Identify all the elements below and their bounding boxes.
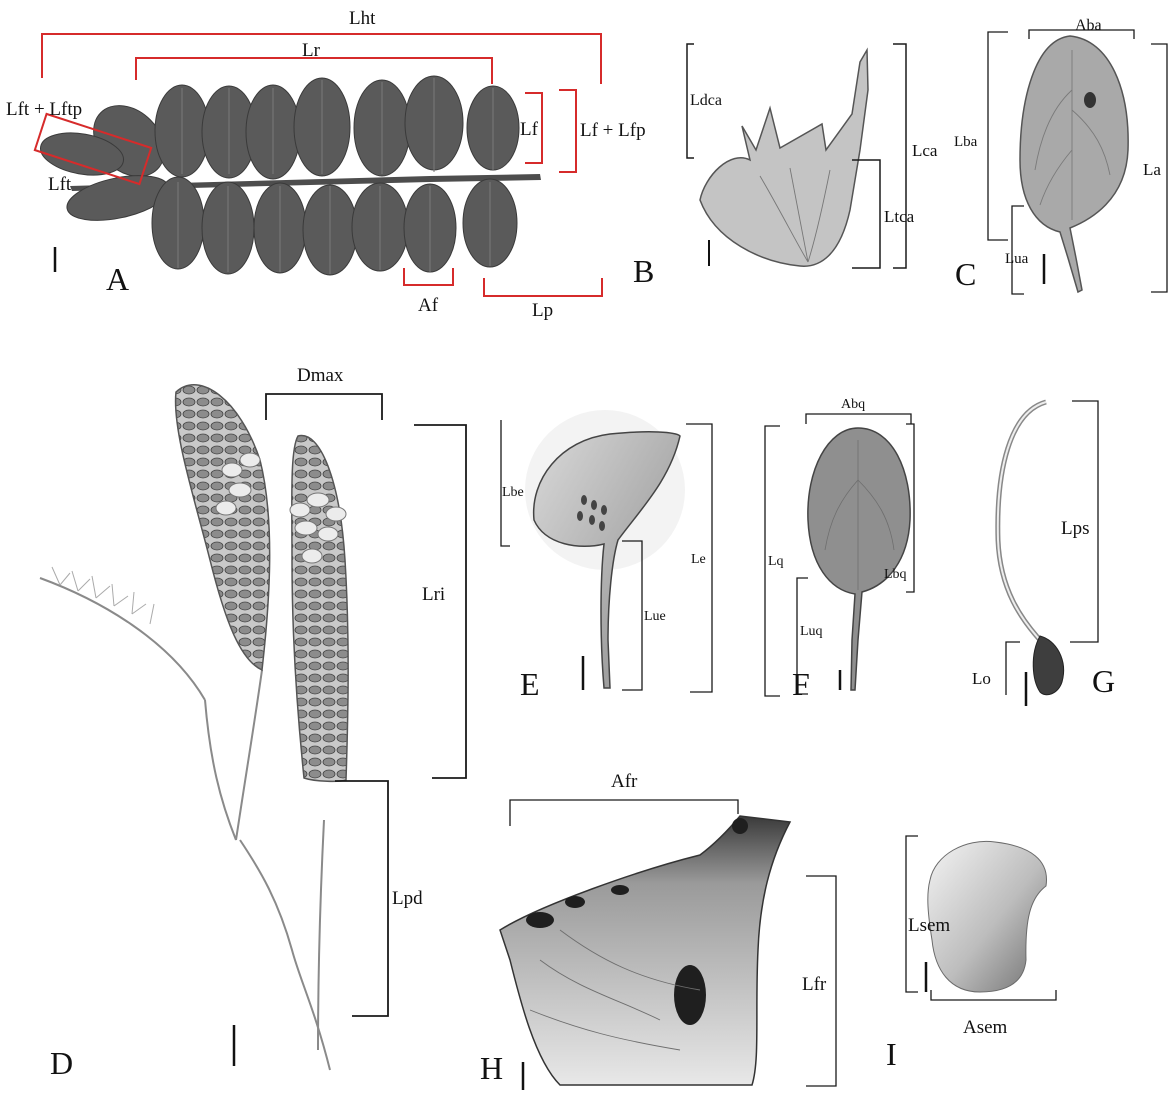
label-asem: Asem	[963, 1018, 1007, 1037]
label-lft-lftp: Lft + Lftp	[6, 100, 82, 119]
label-lsem: Lsem	[908, 916, 950, 935]
label-lf: Lf	[520, 120, 538, 139]
label-lfr: Lfr	[802, 975, 826, 994]
panel-letter-f: F	[792, 668, 810, 700]
label-ldca: Ldca	[690, 93, 722, 109]
panel-d-inflorescence	[40, 385, 466, 1070]
label-lps: Lps	[1061, 519, 1090, 538]
label-lf-lfp: Lf + Lfp	[580, 121, 646, 140]
label-dmax: Dmax	[297, 366, 343, 385]
label-lba: Lba	[954, 135, 977, 150]
label-lht: Lht	[349, 9, 375, 28]
label-abq: Abq	[841, 398, 865, 412]
label-lpd: Lpd	[392, 889, 423, 908]
panel-letter-a: A	[106, 263, 129, 295]
panel-letter-g: G	[1092, 665, 1115, 697]
panel-e-standard	[501, 410, 712, 692]
panel-f-keel	[765, 414, 914, 696]
panel-letter-e: E	[520, 668, 540, 700]
panel-letter-i: I	[886, 1038, 897, 1070]
panel-letter-b: B	[633, 255, 654, 287]
panel-b-calyx	[687, 44, 906, 268]
label-le: Le	[691, 553, 706, 567]
label-lbe: Lbe	[502, 486, 524, 500]
label-lft: Lft	[48, 175, 71, 194]
panel-letter-c: C	[955, 258, 976, 290]
label-lca: Lca	[912, 142, 937, 159]
label-lo: Lo	[972, 670, 991, 687]
panel-a-leaf	[35, 34, 602, 296]
label-lbq: Lbq	[884, 568, 907, 582]
label-lp: Lp	[532, 301, 553, 320]
panel-letter-h: H	[480, 1052, 503, 1084]
label-af: Af	[418, 296, 438, 315]
label-aba: Aba	[1075, 18, 1102, 34]
label-lue: Lue	[644, 610, 666, 624]
panel-letter-d: D	[50, 1047, 73, 1079]
label-lr: Lr	[302, 41, 320, 60]
label-afr: Afr	[611, 772, 637, 791]
label-lri: Lri	[422, 585, 445, 604]
label-ltca: Ltca	[884, 208, 914, 225]
label-la: La	[1143, 161, 1161, 178]
panel-h-fruit	[500, 800, 836, 1090]
label-lua: Lua	[1005, 252, 1028, 267]
label-lq: Lq	[768, 555, 784, 569]
label-luq: Luq	[800, 625, 823, 639]
panel-g-pistil	[998, 401, 1098, 706]
